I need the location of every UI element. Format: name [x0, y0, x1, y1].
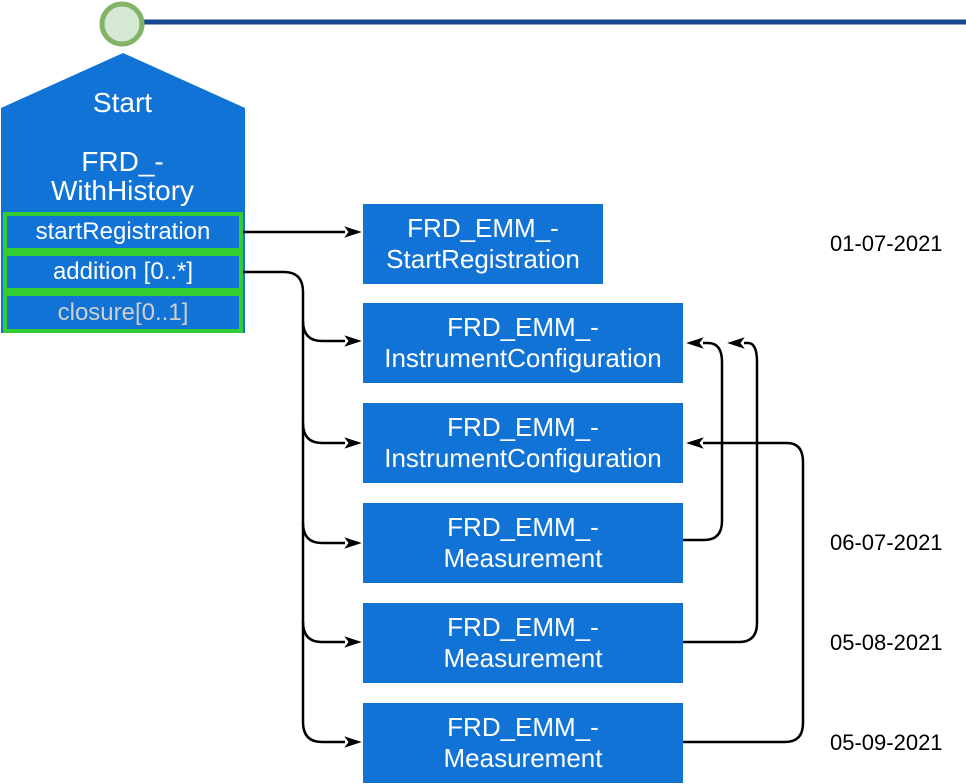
- event-box-measurement-2: FRD_EMM_- Measurement: [363, 603, 683, 683]
- start-node-type-line2: WithHistory: [50, 175, 195, 206]
- edge-measurement3-instrumentconfiguration2: [683, 437, 805, 744]
- event-title-line1: FRD_EMM_-: [447, 412, 599, 442]
- date-label-startregistration: 01-07-2021: [830, 231, 943, 256]
- event-title-line2: Measurement: [443, 743, 603, 773]
- start-node-title: Start: [92, 87, 153, 118]
- event-title-line2: Measurement: [443, 543, 603, 573]
- edge-addition-measurement-2: [301, 621, 362, 648]
- event-title-line1: FRD_EMM_-: [447, 512, 599, 542]
- edge-measurement2-instrumentconfiguration1: [683, 337, 759, 644]
- event-box-measurement-3: FRD_EMM_- Measurement: [363, 703, 683, 783]
- event-title-line1: FRD_EMM_-: [407, 213, 559, 243]
- event-box-instrumentconfiguration-2: FRD_EMM_- InstrumentConfiguration: [363, 403, 683, 483]
- port-startregistration: startRegistration: [3, 212, 243, 252]
- event-title-line2: InstrumentConfiguration: [384, 343, 662, 373]
- port-closure: closure[0..1]: [3, 292, 243, 333]
- event-box-measurement-1: FRD_EMM_- Measurement: [363, 503, 683, 583]
- edge-addition-measurement-3: [243, 270, 362, 748]
- edge-measurement1-instrumentconfiguration1: [683, 337, 724, 542]
- edge-addition-measurement-1: [301, 522, 362, 549]
- date-label-measurement-1: 06-07-2021: [830, 530, 943, 555]
- port-addition: addition [0..*]: [3, 252, 243, 292]
- edge-addition-instrumentconfiguration-2: [301, 422, 362, 449]
- port-addition-label: addition [0..*]: [52, 258, 194, 285]
- event-box-instrumentconfiguration-1: FRD_EMM_- InstrumentConfiguration: [363, 303, 683, 383]
- event-title-line2: StartRegistration: [386, 244, 580, 274]
- event-title-line2: Measurement: [443, 643, 603, 673]
- edge-addition-instrumentconfiguration-1: [301, 320, 362, 347]
- start-marker-circle: [99, 1, 145, 47]
- start-node-type-line1: FRD_-: [81, 146, 164, 177]
- port-startregistration-label: startRegistration: [35, 218, 211, 245]
- date-label-measurement-2: 05-08-2021: [830, 630, 943, 655]
- event-title-line1: FRD_EMM_-: [447, 612, 599, 642]
- event-title-line2: InstrumentConfiguration: [384, 443, 662, 473]
- event-box-startregistration: FRD_EMM_- StartRegistration: [363, 204, 603, 284]
- port-closure-label: closure[0..1]: [57, 298, 189, 326]
- event-title-line1: FRD_EMM_-: [447, 312, 599, 342]
- event-title-line1: FRD_EMM_-: [447, 712, 599, 742]
- date-label-measurement-3: 05-09-2021: [830, 730, 943, 755]
